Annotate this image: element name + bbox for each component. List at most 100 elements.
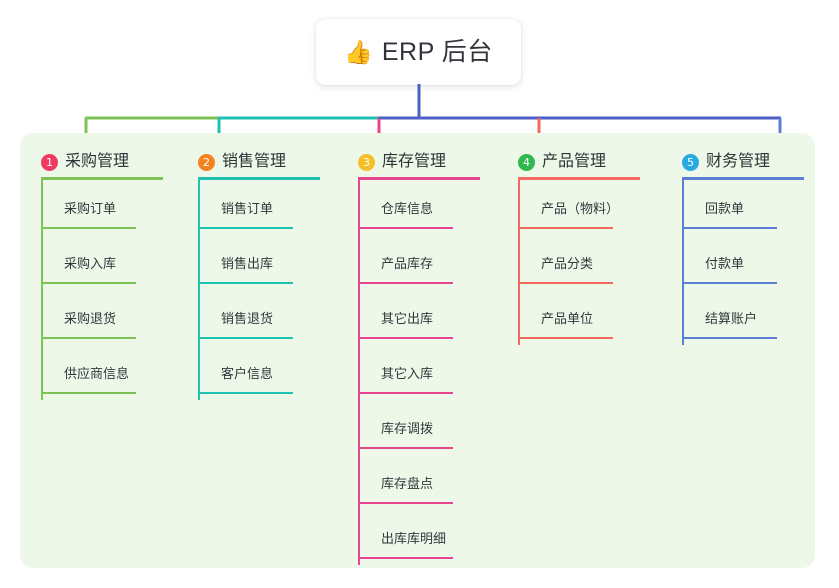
leaf-item-underline <box>682 282 777 284</box>
leaf-item-underline <box>198 282 293 284</box>
leaf-item[interactable]: 产品库存 <box>358 235 518 290</box>
leaf-item[interactable]: 销售订单 <box>198 180 358 235</box>
branch-underline <box>41 177 163 180</box>
thumbs-up-icon: 👍 <box>344 38 373 65</box>
branch-spine <box>518 180 520 345</box>
leaf-item-label: 回款单 <box>705 201 745 216</box>
leaf-item-underline <box>358 337 453 339</box>
leaf-item-underline <box>41 282 136 284</box>
branch-header-5[interactable]: 5 财务管理 <box>682 133 839 179</box>
branch-number-badge: 4 <box>518 153 535 171</box>
leaf-item[interactable]: 其它出库 <box>358 290 518 345</box>
leaf-item-label: 销售出库 <box>221 256 274 271</box>
leaf-item-underline <box>518 227 613 229</box>
leaf-item-label: 销售退货 <box>221 311 274 326</box>
leaf-item-underline <box>41 337 136 339</box>
branch-header-3[interactable]: 3 库存管理 <box>358 133 518 179</box>
branch-title: 产品管理 <box>542 153 607 170</box>
leaf-item-label: 采购订单 <box>64 201 117 216</box>
leaf-item-label: 客户信息 <box>221 366 274 381</box>
leaf-item-label: 库存盘点 <box>381 476 434 491</box>
leaf-item-label: 仓库信息 <box>381 201 434 216</box>
leaf-item[interactable]: 产品分类 <box>518 235 678 290</box>
branch-number-badge: 3 <box>358 153 375 171</box>
leaf-item-underline <box>41 227 136 229</box>
leaf-item-label: 产品分类 <box>541 256 594 271</box>
leaf-item[interactable]: 其它入库 <box>358 345 518 400</box>
leaf-item-label: 产品单位 <box>541 311 594 326</box>
leaf-item-underline <box>198 227 293 229</box>
branch-column-2: 2 销售管理销售订单销售出库销售退货客户信息 <box>198 133 358 400</box>
leaf-item-underline <box>682 337 777 339</box>
branch-underline <box>682 177 804 180</box>
leaf-item[interactable]: 结算账户 <box>682 290 839 345</box>
leaf-item[interactable]: 采购订单 <box>41 180 201 235</box>
leaf-item[interactable]: 回款单 <box>682 180 839 235</box>
leaf-item-underline <box>358 557 453 559</box>
leaf-item[interactable]: 库存调拨 <box>358 400 518 455</box>
branch-title: 销售管理 <box>222 153 287 170</box>
branch-underline <box>518 177 640 180</box>
branch-number-badge: 5 <box>682 153 699 171</box>
leaf-item-label: 库存调拨 <box>381 421 434 436</box>
leaf-item[interactable]: 采购退货 <box>41 290 201 345</box>
branch-number-badge: 2 <box>198 153 215 171</box>
branch-header-2[interactable]: 2 销售管理 <box>198 133 358 179</box>
leaf-item-label: 付款单 <box>705 256 745 271</box>
branch-column-5: 5 财务管理回款单付款单结算账户 <box>682 133 839 345</box>
branch-header-4[interactable]: 4 产品管理 <box>518 133 678 179</box>
branch-column-3: 3 库存管理仓库信息产品库存其它出库其它入库库存调拨库存盘点出库库明细 <box>358 133 518 565</box>
branch-column-4: 4 产品管理产品（物料） 产品分类产品单位 <box>518 133 678 345</box>
leaf-item[interactable]: 付款单 <box>682 235 839 290</box>
leaf-item-label: 结算账户 <box>705 311 758 326</box>
branch-title: 库存管理 <box>382 153 447 170</box>
leaf-item-label: 出库库明细 <box>381 531 447 546</box>
leaf-item-label: 采购入库 <box>64 256 117 271</box>
leaf-item-label: 其它入库 <box>381 366 434 381</box>
leaf-item-label: 供应商信息 <box>64 366 130 381</box>
leaf-item[interactable]: 产品（物料） <box>518 180 678 235</box>
branch-item-list: 仓库信息产品库存其它出库其它入库库存调拨库存盘点出库库明细 <box>358 180 518 565</box>
leaf-item-underline <box>518 282 613 284</box>
leaf-item[interactable]: 采购入库 <box>41 235 201 290</box>
leaf-item-underline <box>198 392 293 394</box>
leaf-item[interactable]: 出库库明细 <box>358 510 518 565</box>
leaf-item[interactable]: 销售退货 <box>198 290 358 345</box>
root-title: ERP 后台 <box>381 37 493 66</box>
leaf-item-underline <box>358 392 453 394</box>
leaf-item[interactable]: 销售出库 <box>198 235 358 290</box>
leaf-item-underline <box>358 502 453 504</box>
root-node-erp-backend[interactable]: 👍 ERP 后台 <box>316 19 521 85</box>
branch-spine <box>198 180 200 400</box>
branch-item-list: 回款单付款单结算账户 <box>682 180 839 345</box>
branch-spine <box>358 180 360 565</box>
leaf-item[interactable]: 仓库信息 <box>358 180 518 235</box>
leaf-item-label: 其它出库 <box>381 311 434 326</box>
branch-item-list: 销售订单销售出库销售退货客户信息 <box>198 180 358 400</box>
leaf-item-label: 产品（物料） <box>541 201 620 216</box>
leaf-item[interactable]: 供应商信息 <box>41 345 201 400</box>
branch-spine <box>682 180 684 345</box>
leaf-item-underline <box>682 227 777 229</box>
leaf-item-underline <box>358 282 453 284</box>
branch-underline <box>358 177 480 180</box>
branch-spine <box>41 180 43 400</box>
branch-number-badge: 1 <box>41 153 58 171</box>
branch-item-list: 产品（物料） 产品分类产品单位 <box>518 180 678 345</box>
leaf-item-label: 产品库存 <box>381 256 434 271</box>
leaf-item-label: 采购退货 <box>64 311 117 326</box>
branch-underline <box>198 177 320 180</box>
leaf-item[interactable]: 库存盘点 <box>358 455 518 510</box>
leaf-item-underline <box>358 447 453 449</box>
leaf-item-label: 销售订单 <box>221 201 274 216</box>
branch-title: 财务管理 <box>706 153 771 170</box>
leaf-item-underline <box>41 392 136 394</box>
leaf-item[interactable]: 客户信息 <box>198 345 358 400</box>
branch-item-list: 采购订单采购入库采购退货供应商信息 <box>41 180 201 400</box>
leaf-item[interactable]: 产品单位 <box>518 290 678 345</box>
leaf-item-underline <box>198 337 293 339</box>
